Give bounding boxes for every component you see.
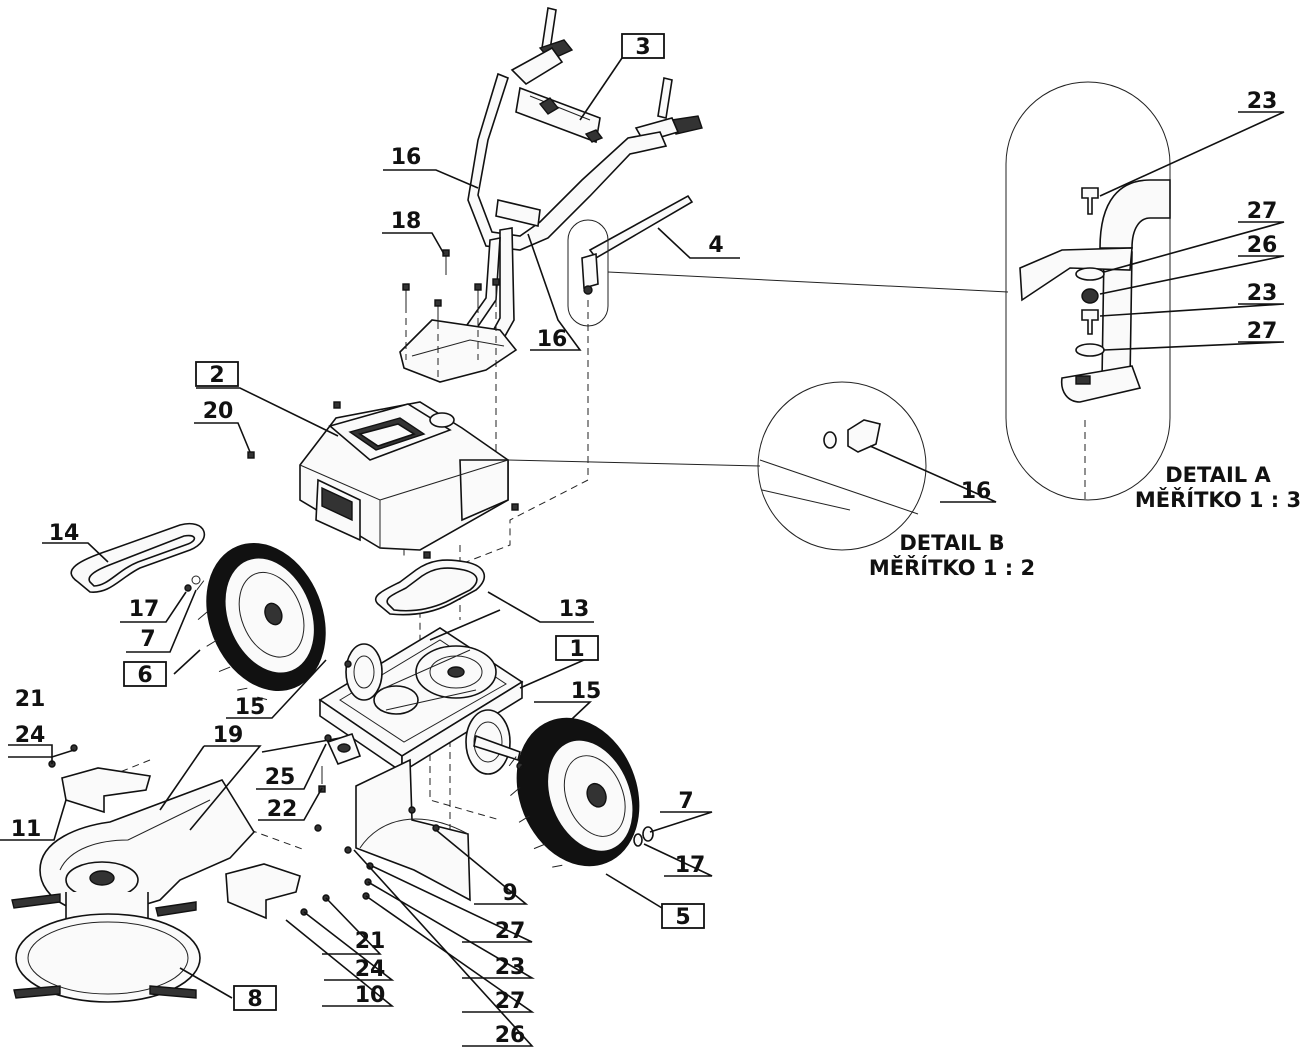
callout-21: 21 bbox=[15, 687, 46, 712]
leader-lines bbox=[0, 57, 1285, 1047]
callout-6: 6 bbox=[137, 663, 152, 688]
mower-disc bbox=[15, 913, 201, 1003]
detail-a-scale: MĚŘÍTKO 1 : 3 bbox=[1135, 487, 1300, 512]
callout-24: 24 bbox=[355, 957, 386, 982]
detail-a-callout-23: 23 bbox=[1247, 89, 1278, 114]
callout-16: 16 bbox=[391, 145, 422, 170]
callout-9: 9 bbox=[502, 881, 517, 906]
bracket-10 bbox=[225, 863, 301, 920]
callout-10: 10 bbox=[355, 983, 386, 1008]
callout-25: 25 bbox=[265, 765, 296, 790]
callout-26: 26 bbox=[495, 1023, 526, 1048]
detail-b-scale: MĚŘÍTKO 1 : 2 bbox=[869, 555, 1035, 580]
callout-7: 7 bbox=[140, 627, 155, 652]
callout-20: 20 bbox=[203, 399, 234, 424]
rod-part bbox=[588, 194, 694, 260]
callout-27: 27 bbox=[495, 989, 526, 1014]
callout-5: 5 bbox=[675, 905, 690, 930]
callout-22: 22 bbox=[267, 797, 298, 822]
callout-24: 24 bbox=[15, 723, 46, 748]
callout-21: 21 bbox=[355, 929, 386, 954]
callout-16: 16 bbox=[961, 479, 992, 504]
callout-16: 16 bbox=[537, 327, 568, 352]
wheel-right bbox=[508, 717, 640, 868]
callout-14: 14 bbox=[49, 521, 80, 546]
callout-8: 8 bbox=[247, 987, 262, 1012]
callout-11: 11 bbox=[11, 817, 42, 842]
detail-a bbox=[607, 81, 1171, 501]
bracket-11 bbox=[61, 767, 152, 814]
detail-a-title: DETAIL A bbox=[1165, 463, 1271, 487]
detail-a-callout-27: 27 bbox=[1247, 319, 1278, 344]
callout-2: 2 bbox=[209, 363, 224, 388]
callout-13: 13 bbox=[559, 597, 590, 622]
handlebar-assembly bbox=[399, 7, 703, 383]
callout-17: 17 bbox=[129, 597, 160, 622]
detail-a-callout-26: 26 bbox=[1247, 233, 1278, 258]
belt-14 bbox=[70, 522, 206, 593]
callout-27: 27 bbox=[495, 919, 526, 944]
belt-13 bbox=[375, 559, 486, 616]
callout-23: 23 bbox=[495, 955, 526, 980]
mower-deck bbox=[11, 779, 255, 1003]
callout-7: 7 bbox=[678, 789, 693, 814]
callout-1: 1 bbox=[569, 637, 584, 662]
detail-a-callout-27: 27 bbox=[1247, 199, 1278, 224]
callout-4: 4 bbox=[708, 233, 723, 258]
detail-b-title: DETAIL B bbox=[899, 531, 1004, 555]
callout-3: 3 bbox=[635, 35, 650, 60]
wheel-left bbox=[196, 542, 326, 701]
callout-labels: 3 16 18 4 16 2 20 14 17 7 6 13 1 15 15 2… bbox=[11, 35, 1300, 1048]
callout-15: 15 bbox=[235, 695, 266, 720]
callout-15: 15 bbox=[571, 679, 602, 704]
chassis bbox=[261, 609, 524, 793]
shield bbox=[314, 758, 471, 902]
callout-17: 17 bbox=[675, 853, 706, 878]
detail-a-callout-23: 23 bbox=[1247, 281, 1278, 306]
callout-18: 18 bbox=[391, 209, 422, 234]
callout-19: 19 bbox=[213, 723, 244, 748]
detail-b bbox=[507, 381, 927, 551]
engine bbox=[247, 401, 519, 559]
